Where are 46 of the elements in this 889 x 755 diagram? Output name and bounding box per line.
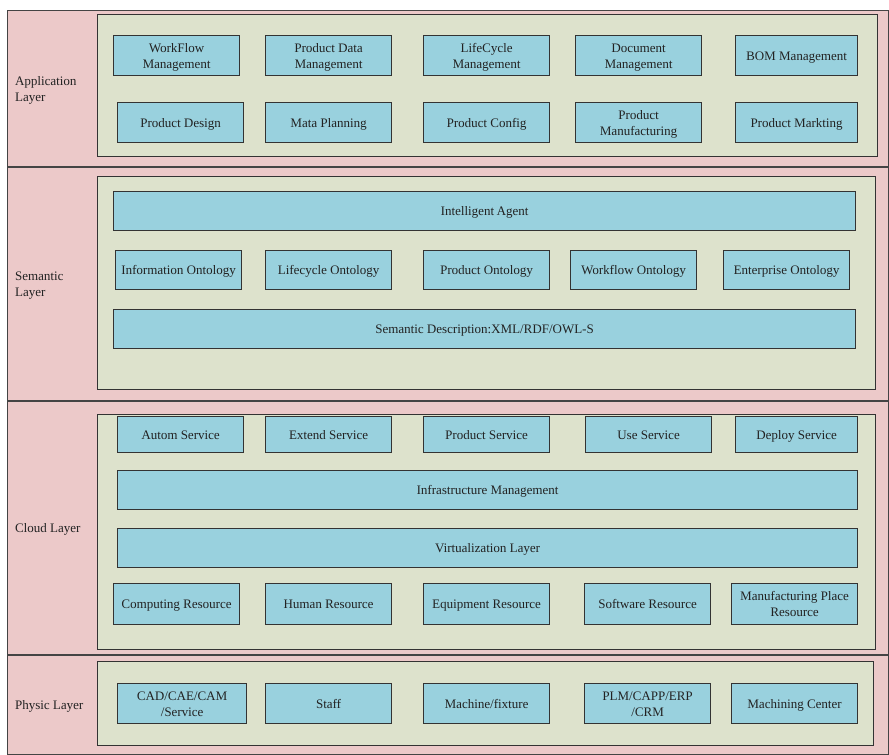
- module-box: Information Ontology: [115, 250, 242, 290]
- module-box: Lifecycle Ontology: [265, 250, 392, 290]
- module-box: Equipment Resource: [423, 583, 550, 625]
- module-box: Product Config: [423, 102, 550, 143]
- module-box: Software Resource: [584, 583, 711, 625]
- layer-label: Physic Layer: [15, 697, 84, 713]
- module-box: Infrastructure Management: [117, 470, 858, 510]
- layer-panel: [97, 176, 876, 390]
- module-box: Product Ontology: [423, 250, 550, 290]
- module-box: Semantic Description:XML/RDF/OWL-S: [113, 309, 856, 349]
- layer-panel: [97, 414, 876, 650]
- layer-band: [7, 655, 889, 755]
- layer-label: Cloud Layer: [15, 520, 82, 536]
- module-box: LifeCycle Management: [423, 35, 550, 76]
- module-box: Product Service: [423, 416, 550, 453]
- module-box: WorkFlow Management: [113, 35, 240, 76]
- module-box: Human Resource: [265, 583, 392, 625]
- module-box: Staff: [265, 683, 392, 724]
- module-box: Machine/fixture: [423, 683, 550, 724]
- module-box: Document Management: [575, 35, 702, 76]
- module-box: Use Service: [585, 416, 712, 453]
- layer-panel: [97, 14, 878, 157]
- layer-band: [7, 401, 889, 655]
- layer-label: Semantic Layer: [15, 268, 64, 300]
- module-box: Product Data Management: [265, 35, 392, 76]
- module-box: Mata Planning: [265, 102, 392, 143]
- module-box: Workflow Ontology: [570, 250, 697, 290]
- module-box: CAD/CAE/CAM /Service: [117, 683, 247, 724]
- module-box: PLM/CAPP/ERP /CRM: [584, 683, 711, 724]
- module-box: Extend Service: [265, 416, 392, 453]
- module-box: Product Manufacturing: [575, 102, 702, 143]
- module-box: Product Markting: [735, 102, 858, 143]
- module-box: Intelligent Agent: [113, 191, 856, 231]
- layer-label: Application Layer: [15, 72, 78, 104]
- layer-band: [7, 10, 889, 167]
- module-box: Deploy Service: [735, 416, 858, 453]
- module-box: Manufacturing Place Resource: [731, 583, 858, 625]
- module-box: Machining Center: [731, 683, 858, 724]
- module-box: BOM Management: [735, 35, 858, 76]
- module-box: Computing Resource: [113, 583, 240, 625]
- module-box: Virtualization Layer: [117, 528, 858, 568]
- module-box: Product Design: [117, 102, 244, 143]
- layer-band: [7, 167, 889, 401]
- module-box: Enterprise Ontology: [723, 250, 850, 290]
- layer-panel: [97, 661, 874, 746]
- module-box: Autom Service: [117, 416, 244, 453]
